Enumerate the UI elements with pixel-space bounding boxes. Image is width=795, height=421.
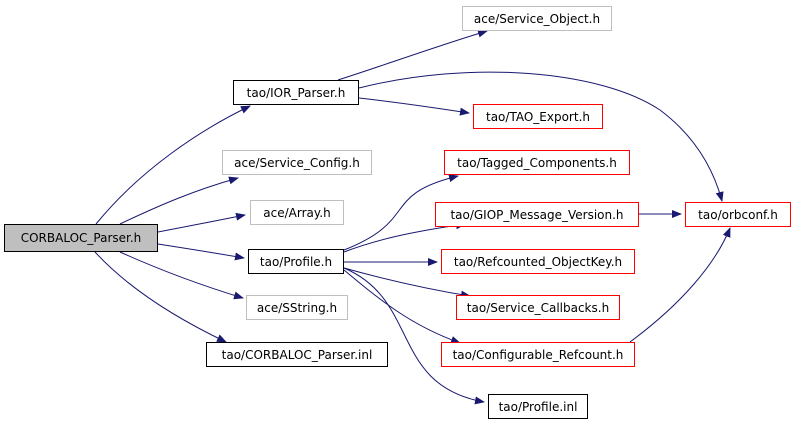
edge-corbaloc-parser-h-to-service-config-h — [119, 176, 239, 225]
edge-corbaloc-parser-h-to-sstring-h — [119, 251, 244, 300]
edge-profile-h-to-service-callbacks-h — [343, 267, 471, 299]
edge-corbaloc-parser-h-to-corbaloc-parser-inl — [94, 251, 227, 343]
node-sstring-h[interactable]: ace/SString.h — [246, 295, 348, 320]
node-ior-parser-h[interactable]: tao/IOR_Parser.h — [233, 80, 359, 105]
node-orbconf-h[interactable]: tao/orbconf.h — [685, 202, 791, 227]
edge-ior-parser-h-to-orbconf-h — [358, 71, 724, 202]
node-giop-message-version-h[interactable]: tao/GIOP_Message_Version.h — [435, 202, 639, 227]
edge-corbaloc-parser-h-to-profile-h — [157, 243, 245, 261]
node-profile-h[interactable]: tao/Profile.h — [248, 249, 344, 274]
node-refcounted-objectkey-h[interactable]: tao/Refcounted_ObjectKey.h — [441, 249, 635, 274]
node-service-object-h[interactable]: ace/Service_Object.h — [462, 6, 612, 31]
node-corbaloc-parser-h[interactable]: CORBALOC_Parser.h — [4, 224, 158, 252]
edge-ior-parser-h-to-service-object-h — [337, 29, 488, 81]
node-configurable-refcount-h[interactable]: tao/Configurable_Refcount.h — [441, 342, 635, 367]
node-corbaloc-parser-inl[interactable]: tao/CORBALOC_Parser.inl — [206, 342, 388, 367]
edge-configurable-refcount-h-to-orbconf-h — [629, 227, 731, 343]
edge-profile-h-to-configurable-refcount-h — [343, 269, 461, 344]
edge-profile-h-to-profile-inl — [343, 267, 485, 405]
edge-ior-parser-h-to-tao-export-h — [358, 97, 470, 116]
node-array-h[interactable]: ace/Array.h — [250, 200, 344, 225]
edge-profile-h-to-giop-message-version-h — [343, 221, 466, 253]
node-tao-export-h[interactable]: tao/TAO_Export.h — [473, 104, 603, 129]
node-service-config-h[interactable]: ace/Service_Config.h — [222, 150, 372, 175]
node-tagged-components-h[interactable]: tao/Tagged_Components.h — [444, 150, 630, 175]
edge-corbaloc-parser-h-to-ior-parser-h — [95, 105, 251, 225]
node-service-callbacks-h[interactable]: tao/Service_Callbacks.h — [456, 295, 620, 320]
node-profile-inl[interactable]: tao/Profile.inl — [488, 394, 588, 419]
edge-corbaloc-parser-h-to-array-h — [157, 212, 246, 233]
edge-profile-h-to-tagged-components-h — [343, 174, 459, 251]
